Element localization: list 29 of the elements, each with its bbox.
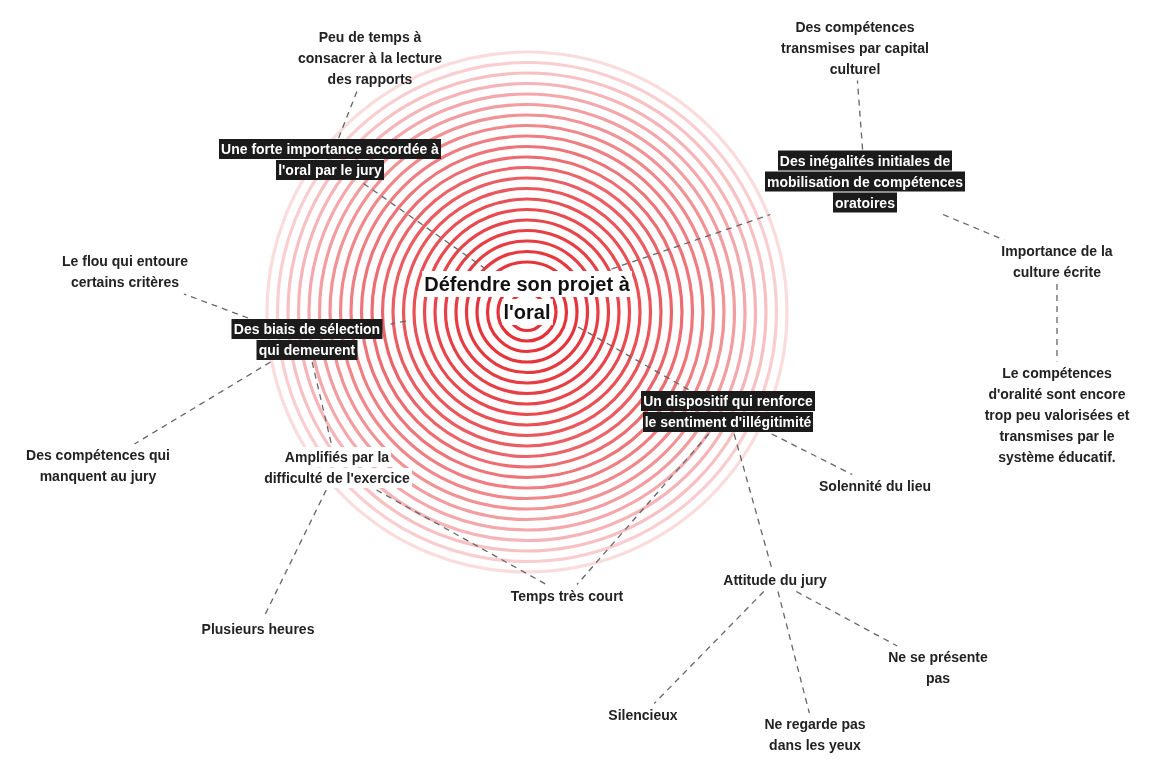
topic-label: Des compétences transmises par capital culturel: [772, 16, 938, 80]
topic-label: Silencieux: [606, 704, 680, 726]
dashed-connector: [795, 590, 898, 647]
topic-label: Temps très court: [508, 585, 626, 607]
theme-label: Des inégalités initiales de mobilisation de compétences oratoires: [765, 150, 965, 214]
dashed-connector: [577, 326, 690, 391]
dashed-connector: [183, 293, 249, 319]
dashed-connector: [389, 320, 407, 325]
dashed-connector: [856, 79, 864, 151]
theme-label: Un dispositif qui renforce le sentiment d'illégitimité: [639, 391, 817, 433]
dashed-connector: [733, 433, 773, 570]
topic-label: Ne se présente pas: [876, 647, 1000, 689]
topic-label: Solennité du lieu: [817, 475, 933, 497]
topic-label: Des compétences qui manquent au jury: [9, 445, 187, 487]
topic-label: Attitude du jury: [721, 569, 829, 591]
dashed-connector: [576, 433, 710, 586]
dashed-connector: [771, 433, 853, 476]
dashed-connector: [1056, 283, 1058, 363]
topic-label: Ne regarde pas dans les yeux: [751, 714, 879, 756]
dashed-connector: [653, 590, 765, 705]
dashed-connector: [133, 361, 272, 445]
dashed-connector: [777, 590, 810, 714]
topic-label: Peu de temps à consacrer à la lecture des rapports: [290, 26, 450, 90]
dashed-connector: [338, 89, 358, 139]
topic-label: Le compétences d'oralité sont encore trop peu valorisées et transmises par le système éducatif.: [982, 362, 1132, 468]
topic-label: Le flou qui entoure certains critères: [40, 251, 210, 293]
theme-label: Une forte importance accordée à l'oral par le jury: [217, 139, 443, 181]
topic-label: Plusieurs heures: [199, 618, 317, 640]
topic-label: Importance de la culture écrite: [986, 241, 1128, 283]
